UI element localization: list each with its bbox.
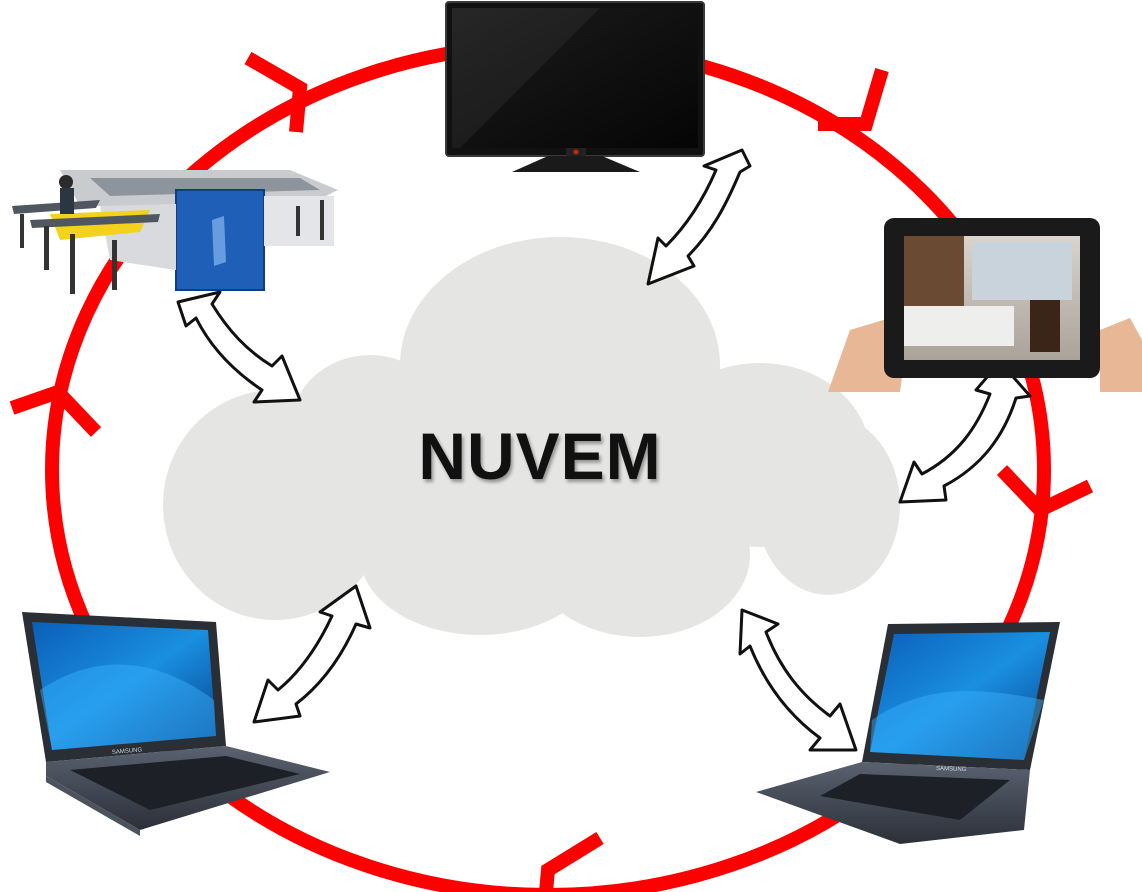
connector-arrow-laptop-left	[252, 584, 372, 724]
cloud	[163, 237, 900, 637]
tablet-with-kitchen-design	[828, 218, 1142, 392]
ring-arrowhead-left	[9, 383, 102, 437]
connector-arrow-laptop-right	[738, 608, 858, 752]
connector-arrow-saw	[176, 290, 302, 404]
television	[445, 1, 705, 172]
panel-saw-machine	[12, 170, 338, 294]
connector-arrows	[176, 148, 1032, 752]
laptop-left: SAMSUNG	[22, 612, 330, 836]
laptop-right: SAMSUNG	[756, 622, 1060, 844]
ring-arrowhead-right	[996, 465, 1094, 519]
laptop-left-brand: SAMSUNG	[112, 747, 143, 756]
ring-arrowhead-top-right	[818, 68, 889, 131]
cloud-label: NUVEM	[418, 419, 662, 493]
laptop-right-brand: SAMSUNG	[936, 766, 967, 773]
ring-arrowheads	[9, 51, 1094, 892]
ring-arrowhead-bottom	[539, 832, 604, 892]
connector-arrow-tablet	[898, 360, 1032, 504]
ring-arrowhead-top-left	[244, 51, 308, 133]
connector-arrow-tv	[646, 148, 752, 286]
